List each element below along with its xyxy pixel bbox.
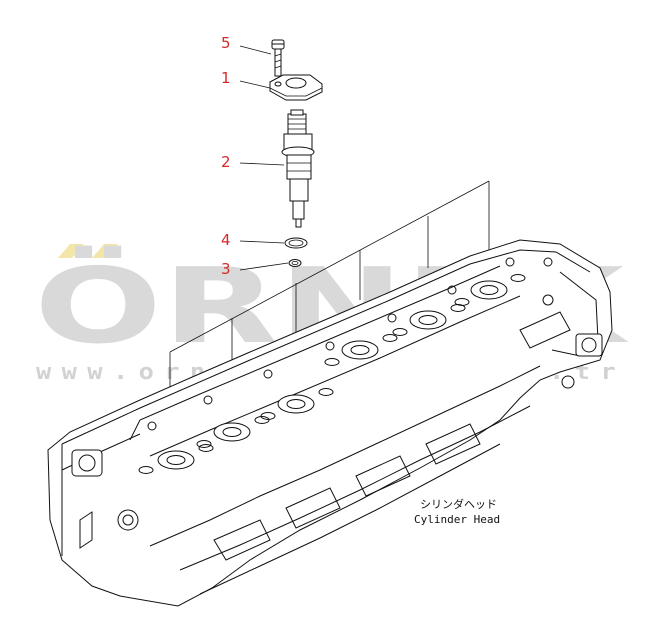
injector-seat-3 (260, 388, 334, 420)
clamp-part[interactable] (269, 74, 323, 101)
injector-seat-2 (196, 416, 270, 448)
bolt-part[interactable] (271, 39, 285, 77)
callout-leader-4 (239, 240, 285, 244)
injector-seat-4 (324, 334, 398, 366)
injector-seat-6 (454, 274, 526, 306)
leader-line-bus (169, 180, 490, 353)
callout-leader-2 (239, 162, 285, 166)
watermark-umlaut-right (92, 244, 118, 258)
o-ring-part[interactable] (284, 237, 308, 249)
assembly-label-english: Cylinder Head (414, 513, 500, 526)
callout-4[interactable]: 4 (221, 231, 231, 249)
callout-3[interactable]: 3 (221, 260, 231, 278)
cylinder-head[interactable] (47, 239, 613, 607)
injector-seat-1 (138, 444, 214, 474)
callout-leader-3 (239, 262, 289, 271)
callout-2[interactable]: 2 (221, 153, 231, 171)
injector-seat-5 (392, 304, 466, 336)
assembly-label-japanese: シリンダヘッド (420, 497, 497, 511)
gasket-part[interactable] (288, 259, 302, 267)
callout-leader-5 (239, 45, 272, 55)
watermark-umlaut-left (58, 244, 84, 258)
callout-1[interactable]: 1 (221, 69, 231, 87)
callout-5[interactable]: 5 (221, 34, 231, 52)
assembly-label: シリンダヘッド Cylinder Head (414, 497, 500, 526)
head-bolt-holes (147, 257, 553, 431)
callout-leader-1 (239, 80, 271, 89)
injector-part[interactable] (281, 109, 315, 228)
callout-leaders (239, 45, 289, 271)
callouts: 5 1 2 4 3 (221, 34, 231, 278)
